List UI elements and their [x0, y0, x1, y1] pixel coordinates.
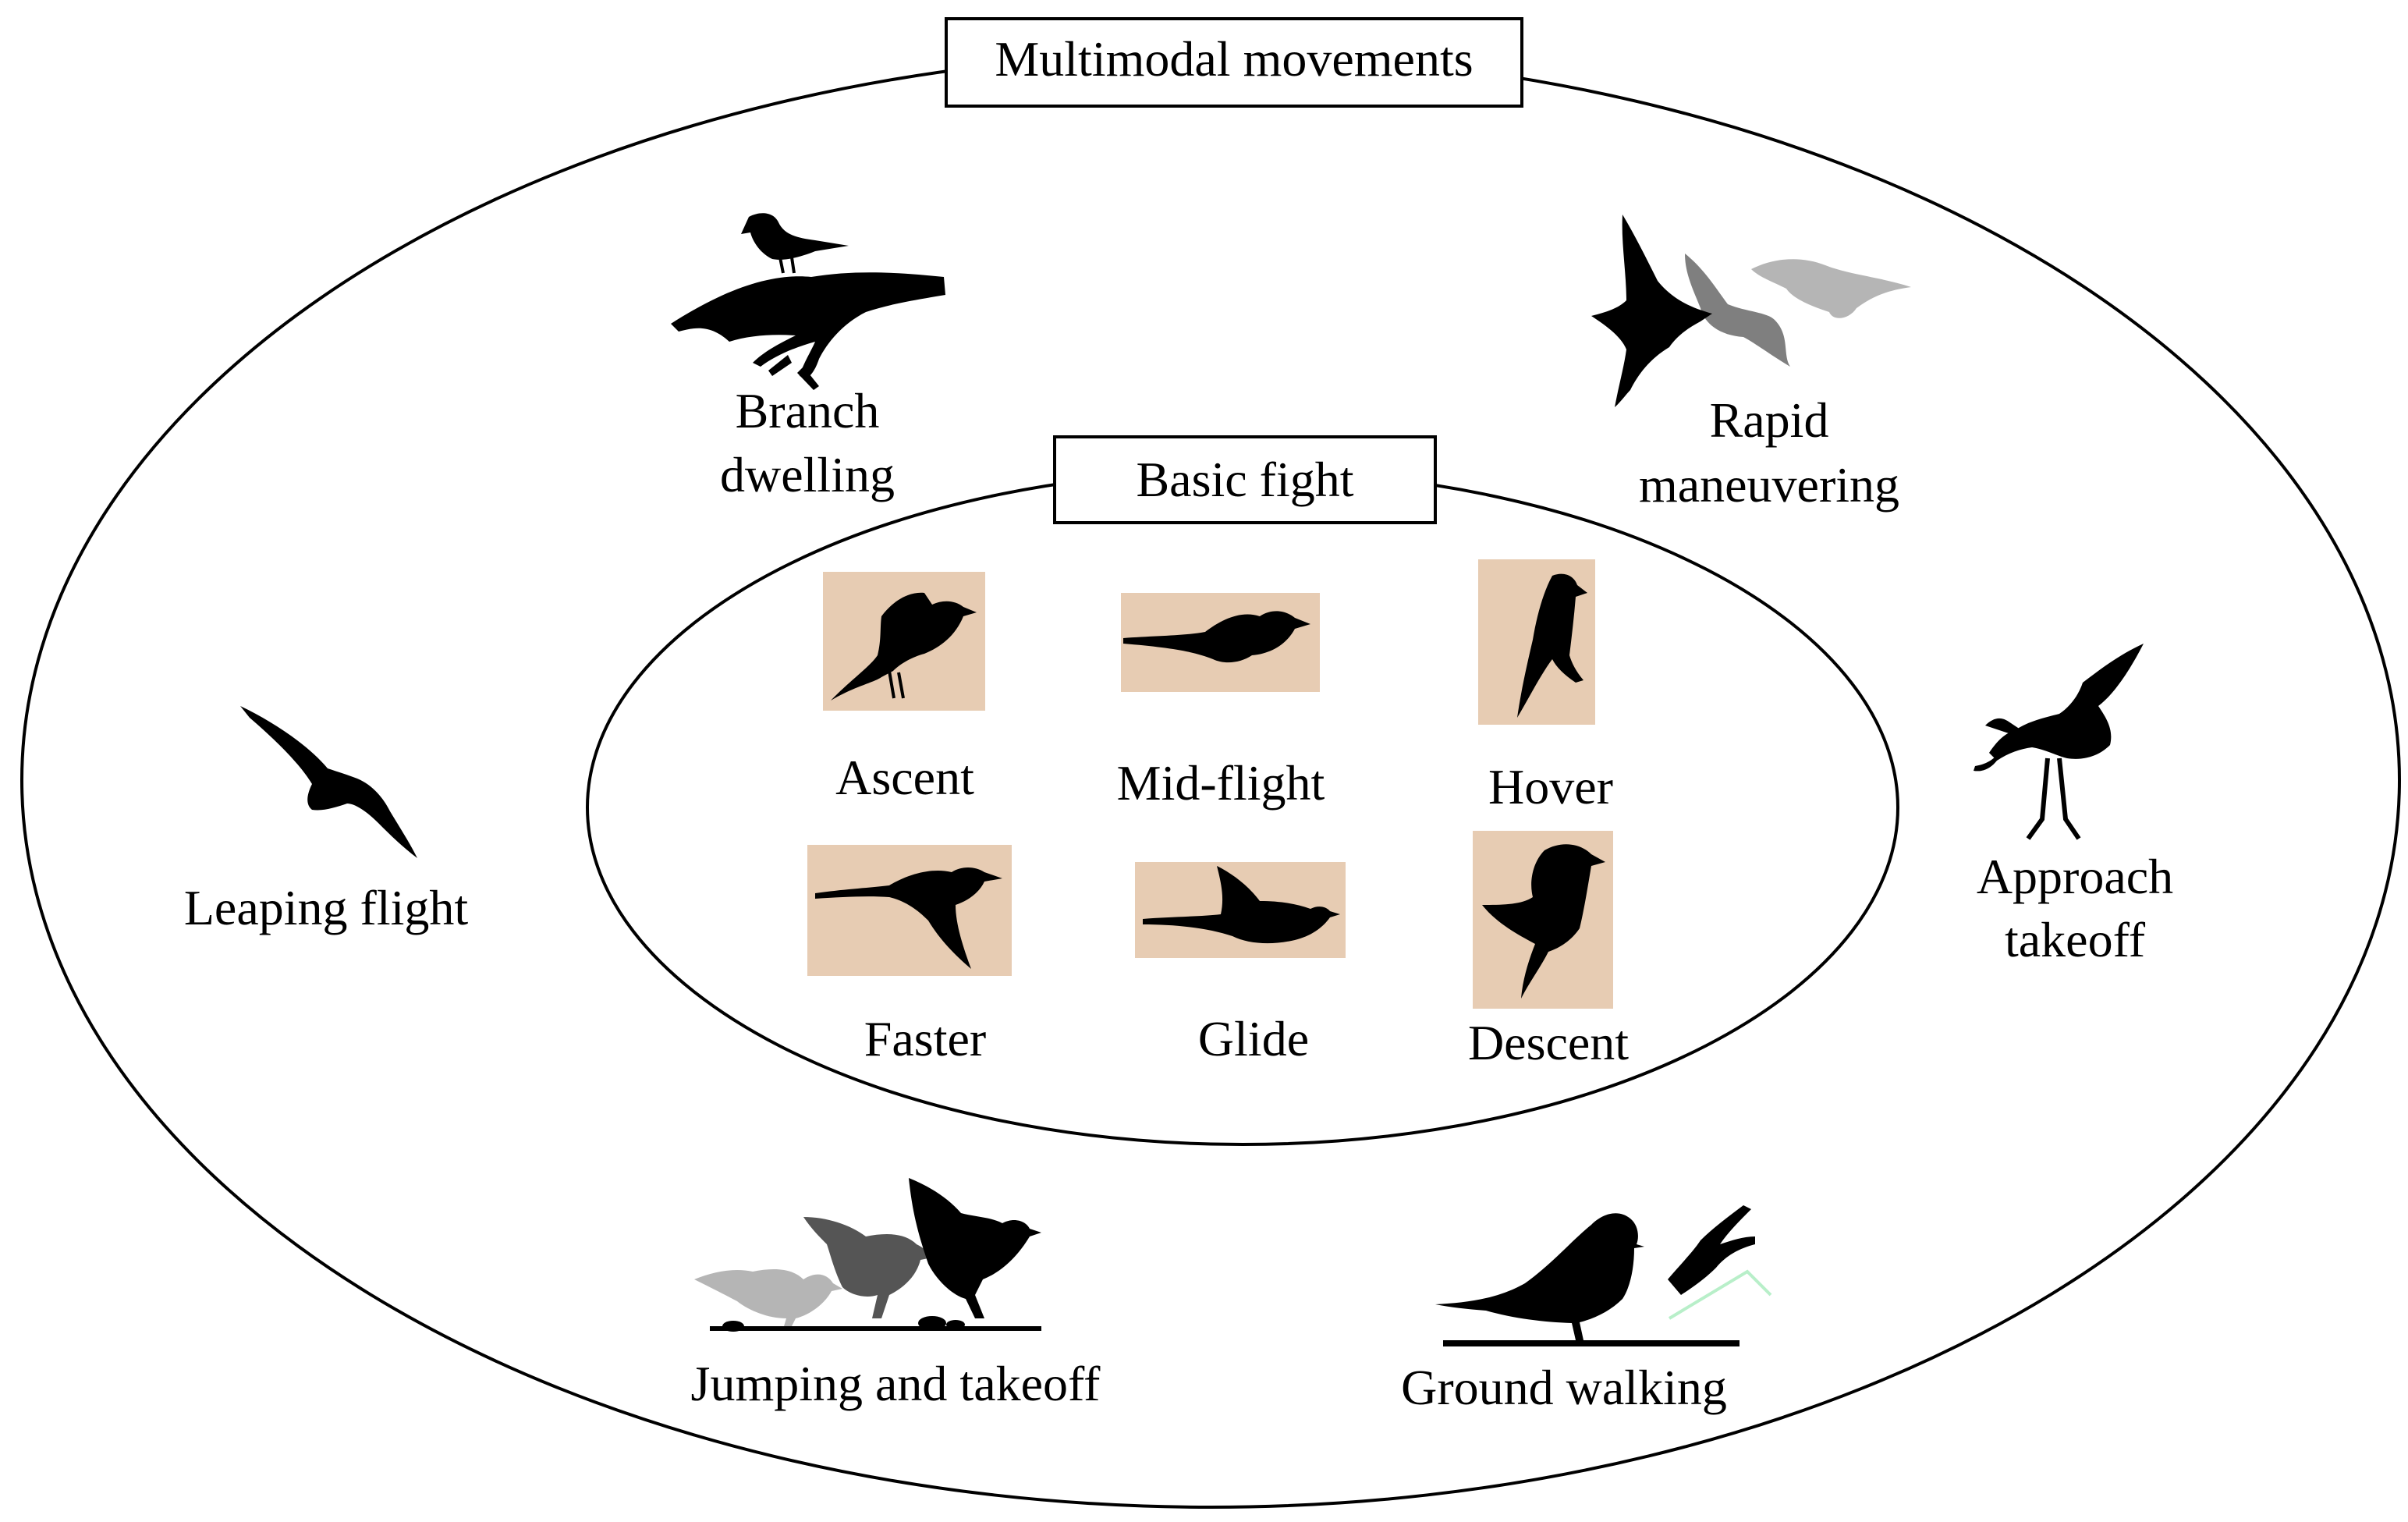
- jumping-takeoff-icon: [694, 1178, 1041, 1332]
- branch-dwelling-label-2: dwelling: [720, 447, 895, 502]
- ascent-label: Ascent: [835, 750, 974, 805]
- outer-title-box: [945, 17, 1523, 108]
- inner-title-box: [1053, 435, 1437, 524]
- ascent-image: [823, 572, 985, 711]
- approach-takeoff-label-2: takeoff: [2005, 912, 2146, 967]
- ground-walking-label: Ground walking: [1401, 1360, 1727, 1415]
- descent-image: [1473, 831, 1613, 1009]
- leaping-flight-label: Leaping flight: [184, 880, 469, 935]
- rapid-maneuvering-label-2: maneuvering: [1639, 457, 1899, 513]
- jumping-takeoff-label: Jumping and takeoff: [691, 1356, 1101, 1411]
- faster-image: [807, 845, 1012, 976]
- rapid-maneuvering-icon: [1591, 215, 1911, 407]
- rapid-maneuvering-label-1: Rapid: [1710, 392, 1829, 448]
- inner-title: Basic fight: [1136, 452, 1353, 507]
- hover-label: Hover: [1488, 759, 1613, 814]
- descent-label: Descent: [1468, 1015, 1629, 1070]
- branch-dwelling-icon: [671, 213, 945, 390]
- hover-image: [1478, 559, 1595, 725]
- glide-label: Glide: [1198, 1011, 1309, 1066]
- faster-label: Faster: [864, 1011, 986, 1066]
- glide-image: [1135, 862, 1346, 958]
- leaping-flight-icon: [240, 706, 417, 858]
- ground-walking-icon: [1435, 1205, 1772, 1346]
- outer-title: Multimodal movements: [995, 31, 1473, 87]
- mid-flight-image: [1121, 593, 1320, 692]
- approach-takeoff-icon: [1974, 644, 2144, 840]
- approach-takeoff-label-1: Approach: [1977, 849, 2173, 904]
- mid-flight-label: Mid-flight: [1117, 755, 1325, 811]
- branch-dwelling-label-1: Branch: [736, 383, 880, 438]
